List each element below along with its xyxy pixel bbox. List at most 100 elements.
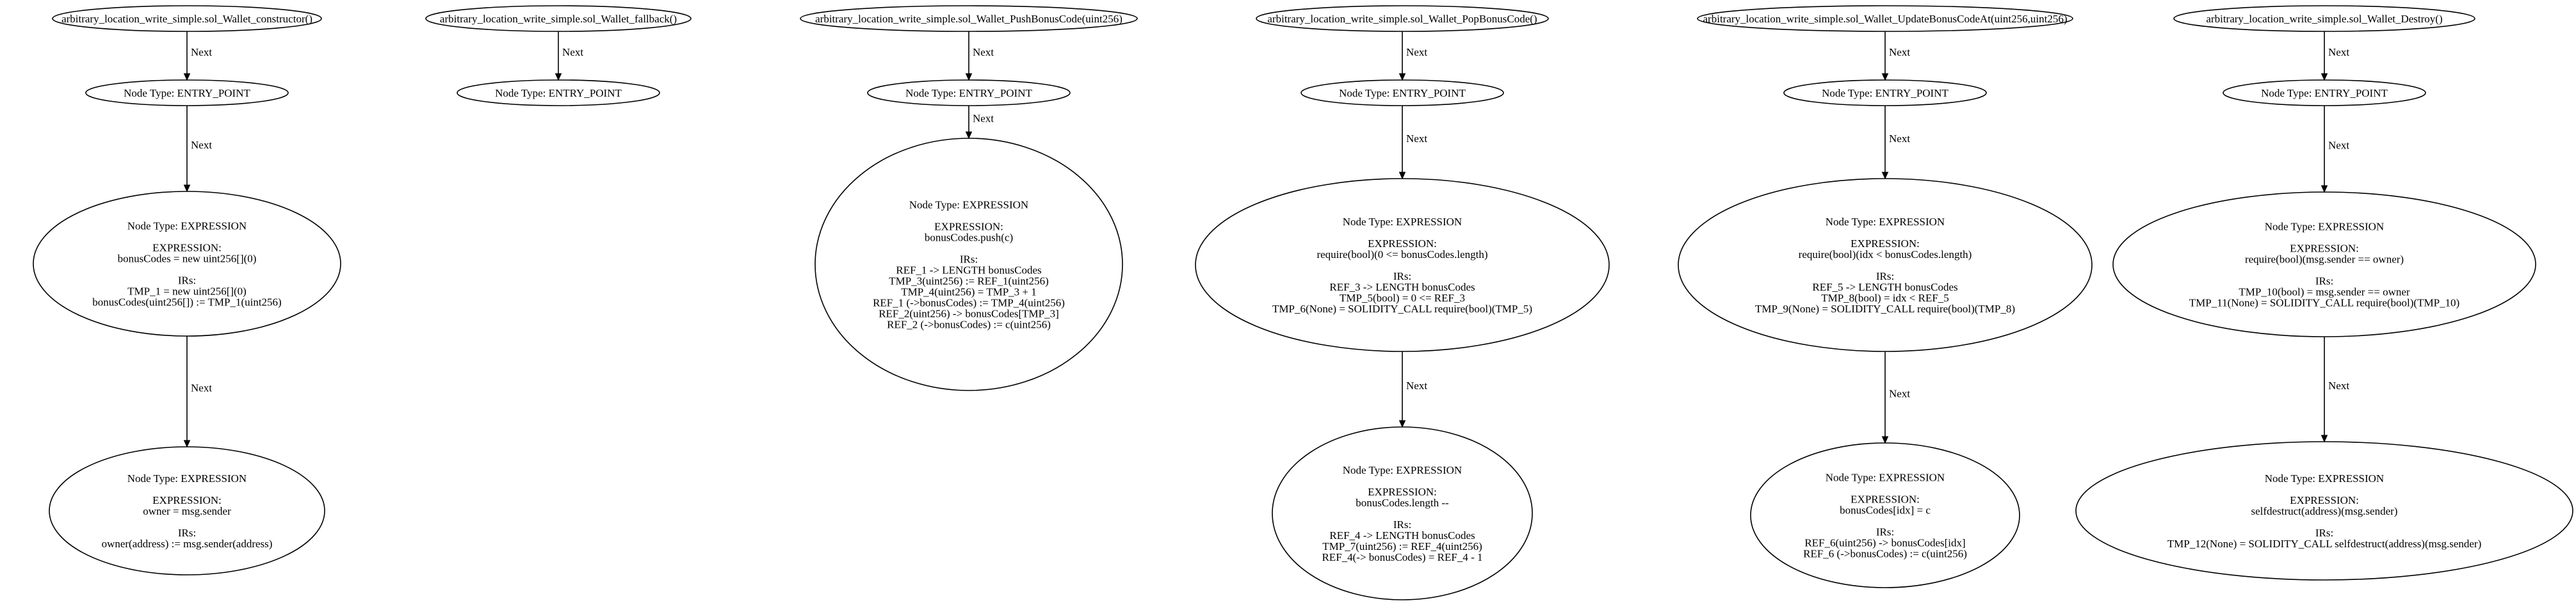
- next-edge: Next: [1881, 106, 1910, 180]
- expression-node-text-line: IRs:: [960, 253, 978, 266]
- next-edge: Next: [183, 106, 212, 193]
- function-graph: arbitrary_location_write_simple.sol_Wall…: [1678, 5, 2093, 588]
- expression-node-text-line: owner(address) := msg.sender(address): [102, 538, 273, 550]
- expression-node-text-line: TMP_8(bool) = idx < REF_5: [1821, 292, 1949, 304]
- expression-node-shape: [1272, 426, 1533, 600]
- function-graph: arbitrary_location_write_simple.sol_Wall…: [33, 5, 341, 575]
- expression-node-text-line: REF_2(uint256) -> bonusCodes[TMP_3]: [879, 308, 1059, 320]
- expression-node-text-line: TMP_9(None) = SOLIDITY_CALL require(bool…: [1755, 303, 2015, 315]
- expression-node-text-line: TMP_12(None) = SOLIDITY_CALL selfdestruc…: [2167, 538, 2482, 550]
- entry-point-label: Node Type: ENTRY_POINT: [495, 87, 622, 99]
- expression-node-text: Node Type: EXPRESSION EXPRESSION:require(…: [1755, 216, 2015, 315]
- expression-node-text-line: Node Type: EXPRESSION: [2265, 221, 2384, 233]
- next-edge: Next: [555, 31, 583, 81]
- next-edge-label: Next: [973, 46, 994, 58]
- next-edge-label: Next: [1889, 46, 1910, 58]
- function-header-node: arbitrary_location_write_simple.sol_Wall…: [800, 5, 1138, 32]
- next-edge: Next: [2321, 31, 2349, 81]
- expression-node-text-line: bonusCodes[idx] = c: [1840, 504, 1931, 517]
- expression-node-text-line: EXPRESSION:: [1851, 237, 1920, 250]
- next-edge-label: Next: [1406, 133, 1427, 145]
- next-edge: Next: [1398, 351, 1427, 428]
- next-edge-label: Next: [191, 46, 212, 58]
- expression-node-text-line: EXPRESSION:: [2290, 494, 2359, 506]
- expression-node-shape: [1678, 178, 2093, 352]
- function-header-node: arbitrary_location_write_simple.sol_Wall…: [52, 5, 322, 32]
- expression-node-text-line: IRs:: [1393, 270, 1411, 282]
- expression-node-text-line: Node Type: EXPRESSION: [1826, 216, 1945, 228]
- expression-node-text-line: REF_1 -> LENGTH bonusCodes: [896, 264, 1041, 277]
- next-edge-label: Next: [191, 139, 212, 151]
- expression-node-text-line: REF_4 -> LENGTH bonusCodes: [1329, 529, 1475, 542]
- next-edge: Next: [1398, 106, 1427, 180]
- expression-node-text-line: Node Type: EXPRESSION: [127, 220, 247, 232]
- expression-node-text: Node Type: EXPRESSION EXPRESSION:selfdest…: [2167, 472, 2482, 550]
- expression-node-text-line: IRs:: [1876, 526, 1894, 538]
- next-edge-arrowhead: [965, 73, 973, 81]
- next-edge-label: Next: [1889, 388, 1910, 400]
- function-header-label: arbitrary_location_write_simple.sol_Wall…: [440, 13, 677, 25]
- expression-node: Node Type: EXPRESSION EXPRESSION:selfdest…: [2075, 441, 2573, 581]
- entry-point-label: Node Type: ENTRY_POINT: [1822, 87, 1948, 99]
- expression-node-text-line: EXPRESSION:: [1368, 237, 1437, 250]
- function-header-label: arbitrary_location_write_simple.sol_Wall…: [815, 13, 1122, 25]
- entry-point-label: Node Type: ENTRY_POINT: [124, 87, 250, 99]
- expression-node-text-line: REF_2 (->bonusCodes) := c(uint256): [887, 319, 1051, 331]
- expression-node-text-line: require(bool)(idx < bonusCodes.length): [1799, 248, 1972, 261]
- expression-node-text-line: bonusCodes.length --: [1356, 497, 1449, 509]
- next-edge-label: Next: [562, 46, 583, 58]
- next-edge-arrowhead: [183, 440, 191, 448]
- entry-point-node: Node Type: ENTRY_POINT: [1300, 79, 1504, 106]
- expression-node-text-line: IRs:: [2315, 527, 2333, 539]
- function-header-label: arbitrary_location_write_simple.sol_Wall…: [2206, 13, 2442, 25]
- entry-point-label: Node Type: ENTRY_POINT: [905, 87, 1032, 99]
- expression-node-text-line: bonusCodes.push(c): [925, 232, 1013, 244]
- function-header-label: arbitrary_location_write_simple.sol_Wall…: [1267, 13, 1537, 25]
- next-edge-arrowhead: [555, 73, 562, 81]
- expression-node-text-line: TMP_6(None) = SOLIDITY_CALL require(bool…: [1272, 303, 1532, 315]
- expression-node: Node Type: EXPRESSION EXPRESSION:require(…: [1195, 178, 1610, 352]
- function-graph: arbitrary_location_write_simple.sol_Wall…: [1195, 5, 1610, 600]
- expression-node-text-line: TMP_7(uint256) := REF_4(uint256): [1322, 540, 1482, 552]
- expression-node-text-line: TMP_3(uint256) := REF_1(uint256): [889, 275, 1048, 287]
- next-edge-label: Next: [1406, 380, 1427, 392]
- function-header-node: arbitrary_location_write_simple.sol_Wall…: [425, 5, 692, 32]
- entry-point-node: Node Type: ENTRY_POINT: [2223, 79, 2426, 106]
- expression-node-text: Node Type: EXPRESSION EXPRESSION:require(…: [1272, 216, 1532, 315]
- next-edge-arrowhead: [1398, 172, 1406, 180]
- next-edge: Next: [1881, 31, 1910, 81]
- expression-node-text-line: REF_3 -> LENGTH bonusCodes: [1329, 281, 1475, 293]
- next-edge-arrowhead: [183, 184, 191, 193]
- expression-node-text-line: bonusCodes(uint256[]) := TMP_1(uint256): [92, 296, 281, 309]
- next-edge-arrowhead: [965, 131, 973, 140]
- expression-node-text-line: Node Type: EXPRESSION: [2265, 472, 2384, 485]
- expression-node-text-line: TMP_10(bool) = msg.sender == owner: [2239, 286, 2410, 298]
- function-header-node: arbitrary_location_write_simple.sol_Wall…: [2173, 5, 2475, 32]
- entry-point-node: Node Type: ENTRY_POINT: [867, 79, 1071, 106]
- expression-node-shape: [814, 138, 1123, 391]
- function-graph: arbitrary_location_write_simple.sol_Wall…: [2075, 5, 2573, 581]
- next-edge: Next: [183, 336, 212, 448]
- expression-node-text-line: Node Type: EXPRESSION: [1343, 216, 1462, 228]
- expression-node-text-line: selfdestruct(address)(msg.sender): [2251, 505, 2398, 517]
- next-edge: Next: [1398, 31, 1427, 81]
- function-graph: arbitrary_location_write_simple.sol_Wall…: [800, 5, 1138, 391]
- next-edge-label: Next: [1889, 133, 1910, 145]
- expression-node-shape: [1750, 442, 2020, 588]
- expression-node-text-line: require(bool)(0 <= bonusCodes.length): [1316, 248, 1487, 261]
- expression-node-text-line: IRs:: [2315, 275, 2333, 287]
- expression-node-text-line: EXPRESSION:: [1368, 486, 1437, 498]
- expression-node-text-line: IRs:: [1393, 519, 1411, 531]
- expression-node-text-line: EXPRESSION:: [1851, 494, 1920, 506]
- entry-point-node: Node Type: ENTRY_POINT: [457, 79, 660, 106]
